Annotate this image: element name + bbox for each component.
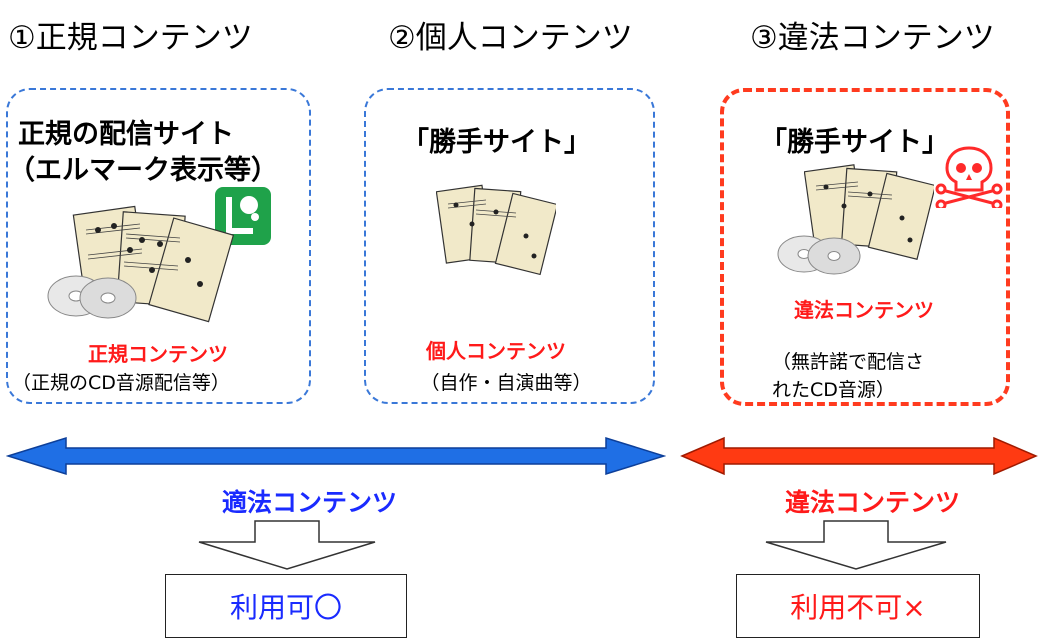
illegal-site-box: 「勝手サイト」 違法コンテンツ （無許諾で配信さ れたCD音源） xyxy=(720,88,1010,406)
personal-site-title: 「勝手サイト」 xyxy=(402,127,591,158)
legit-content-note: （正規のCD音源配信等） xyxy=(12,372,230,394)
legit-content-label: 正規コンテンツ xyxy=(88,342,228,366)
header-legal-content: ①正規コンテンツ xyxy=(8,20,253,56)
cd-icon xyxy=(47,275,137,319)
sheet-music-icon xyxy=(804,164,934,261)
down-arrow-icon xyxy=(198,520,376,570)
sheet-music-icon xyxy=(436,184,556,276)
usage-allowed-box: 利用可〇 xyxy=(165,574,407,638)
usage-not-allowed-box: 利用不可× xyxy=(736,574,980,638)
header-personal-content: ②個人コンテンツ xyxy=(388,20,633,56)
illegal-content-note-2: れたCD音源） xyxy=(772,379,895,401)
illegal-site-title: 「勝手サイト」 xyxy=(760,127,949,158)
cd-icon xyxy=(777,235,861,275)
illegal-content-label: 違法コンテンツ xyxy=(794,298,934,322)
usage-not-allowed-text: 利用不可× xyxy=(790,591,926,624)
sheet-music-icon xyxy=(72,205,235,323)
down-arrow-icon xyxy=(765,520,947,570)
legal-content-label: 適法コンテンツ xyxy=(222,488,398,517)
personal-content-note: （自作・自演曲等） xyxy=(420,372,592,394)
skull-crossbones-icon xyxy=(935,146,1003,208)
illegal-range-arrow xyxy=(680,436,1038,476)
personal-content-label: 個人コンテンツ xyxy=(426,339,566,363)
header-illegal-content: ③違法コンテンツ xyxy=(750,20,995,56)
personal-site-box: 「勝手サイト」 個人コンテンツ （自作・自演曲等） xyxy=(364,88,655,404)
legit-site-title: 正規の配信サイト xyxy=(18,119,234,150)
legal-range-arrow xyxy=(6,436,666,476)
illegal-content-label: 違法コンテンツ xyxy=(785,488,961,517)
usage-allowed-text: 利用可〇 xyxy=(229,591,342,624)
illegal-content-note-1: （無許諾で配信さ xyxy=(772,351,925,373)
legit-site-box: 正規の配信サイト （エルマーク表示等） 正規コンテンツ （正規のCD音源配信等） xyxy=(6,88,311,404)
legit-site-subtitle: （エルマーク表示等） xyxy=(8,155,278,186)
l-mark-icon xyxy=(215,187,271,245)
